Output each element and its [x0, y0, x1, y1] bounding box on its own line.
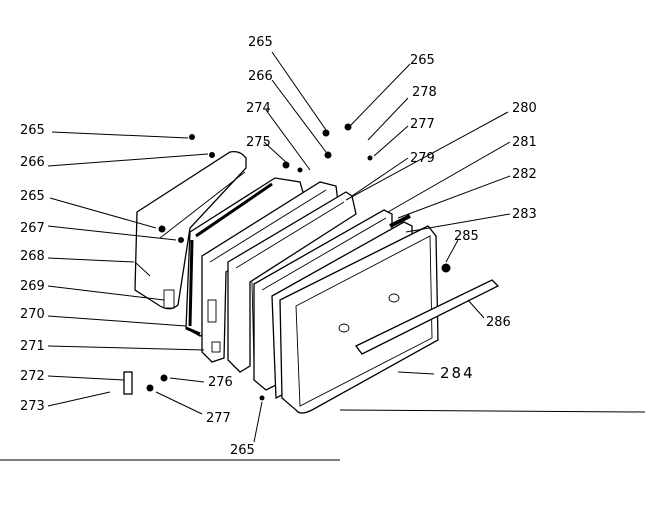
label-271: 271 — [20, 339, 45, 354]
label-276: 276 — [208, 375, 233, 390]
baseline-right — [339, 409, 646, 413]
label-273: 273 — [20, 399, 45, 414]
label-278: 278 — [412, 85, 437, 100]
label-267: 267 — [20, 221, 45, 236]
label-269: 269 — [20, 279, 45, 294]
label-281: 281 — [512, 135, 537, 150]
label-277-top: 277 — [410, 117, 435, 132]
label-277-bottom: 277 — [206, 411, 231, 426]
label-283: 283 — [512, 207, 537, 222]
label-274: 274 — [246, 101, 271, 116]
label-266-left: 266 — [20, 155, 45, 170]
label-286: 286 — [486, 315, 511, 330]
label-265-top-b: 265 — [410, 53, 435, 68]
hardware-screws — [123, 123, 451, 401]
label-270: 270 — [20, 307, 45, 322]
label-275: 275 — [246, 135, 271, 150]
label-268: 268 — [20, 249, 45, 264]
label-265-left-b: 265 — [20, 189, 45, 204]
handle-bar-286 — [355, 279, 500, 355]
back-panel-268 — [134, 150, 247, 310]
label-265-left-a: 265 — [20, 123, 45, 138]
label-280: 280 — [512, 101, 537, 116]
label-285: 285 — [454, 229, 479, 244]
label-265-bottom: 265 — [230, 443, 255, 458]
label-282: 282 — [512, 167, 537, 182]
inner-liner-271 — [201, 181, 339, 363]
leader-lines — [47, 51, 511, 443]
label-265-top-a: 265 — [248, 35, 273, 50]
outer-door-panel-284 — [279, 225, 439, 414]
label-272: 272 — [20, 369, 45, 384]
label-266-top: 266 — [248, 69, 273, 84]
label-279: 279 — [410, 151, 435, 166]
label-284: 284 — [440, 364, 475, 382]
